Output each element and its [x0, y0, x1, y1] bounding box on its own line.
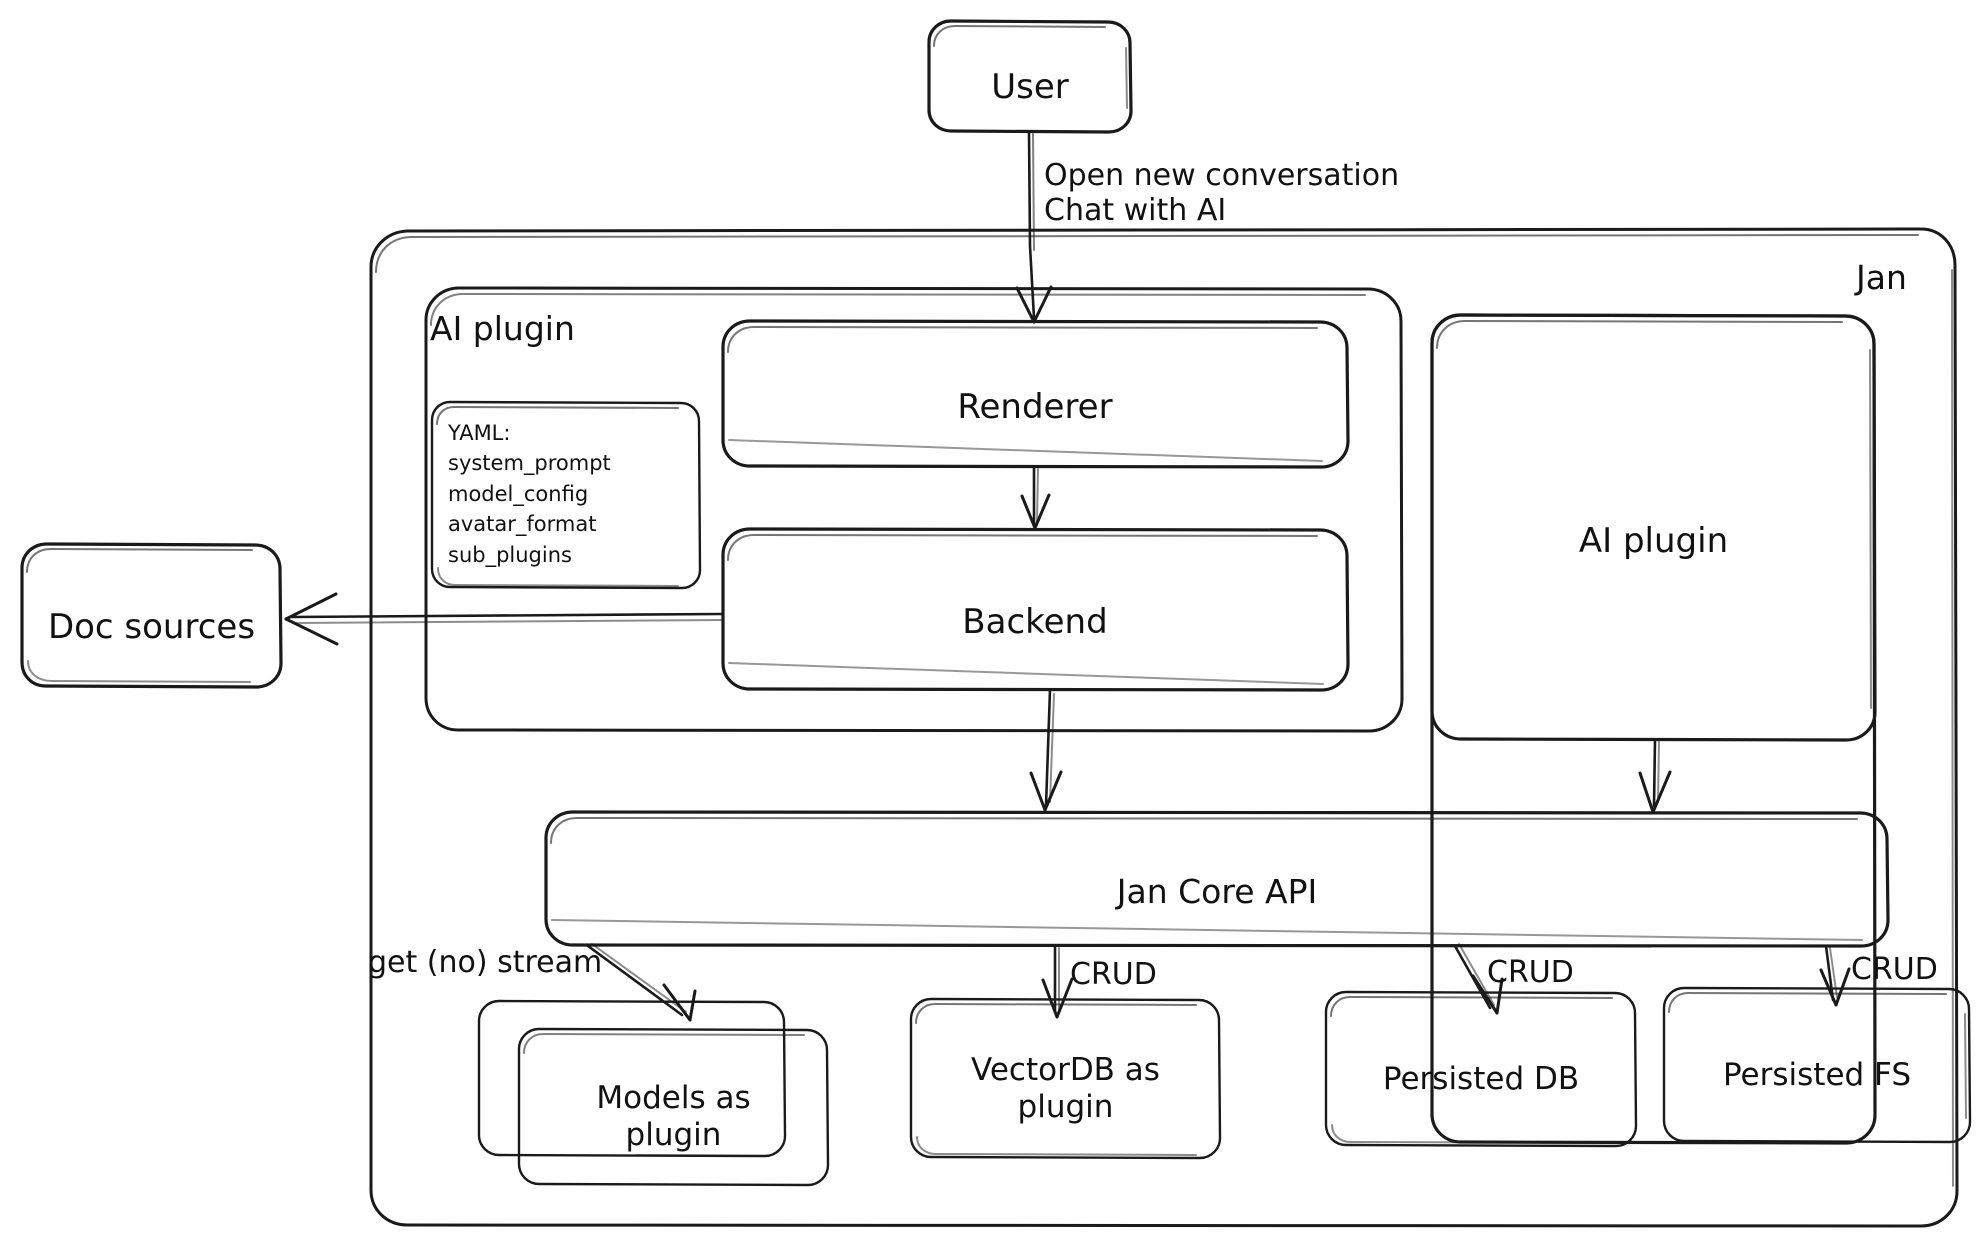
ai-plugin-group-shape: [424, 286, 1404, 733]
persisted-fs-box-shape: [1662, 986, 1972, 1144]
yaml-note-box-shape: [430, 400, 702, 590]
edge-backend-to-core: [1029, 688, 1063, 812]
edge-core-to-persisted-db: [1453, 943, 1504, 1015]
edge-core-to-models: [586, 943, 697, 1022]
persisted-db-box-shape: [1324, 990, 1638, 1148]
ai-plugin-right-box-shape: [1430, 313, 1877, 1145]
user-box-shape: [927, 19, 1133, 134]
renderer-box-shape: [721, 319, 1350, 469]
edge-renderer-to-backend: [1020, 465, 1051, 530]
edge-core-to-persisted-fs: [1819, 944, 1851, 1007]
edge-backend-to-doc-sources: [284, 592, 724, 646]
edge-user-to-renderer: [1015, 130, 1053, 324]
doc-sources-box-shape: [20, 542, 283, 689]
models-plugin-box-shape: [477, 999, 830, 1187]
backend-box-shape: [721, 527, 1350, 692]
vectordb-plugin-box-shape: [909, 997, 1222, 1160]
jan-container-shape: [369, 227, 1959, 1228]
edge-core-to-vectordb: [1041, 944, 1074, 1019]
jan-core-api-box-shape: [544, 810, 1890, 948]
edge-ai-plugin-to-core: [1638, 738, 1672, 814]
